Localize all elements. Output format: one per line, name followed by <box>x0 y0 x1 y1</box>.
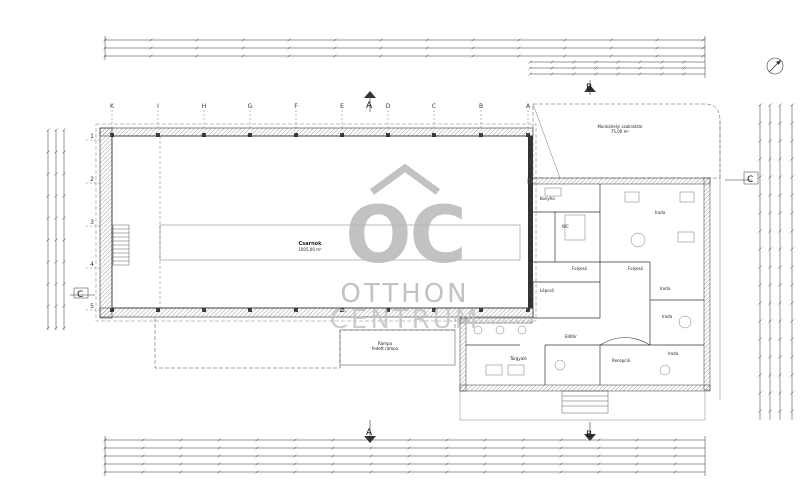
svg-text:Munkahelyi szakraktár: Munkahelyi szakraktár <box>597 124 642 129</box>
svg-text:Rámpa: Rámpa <box>378 341 393 346</box>
section-marker-a-top: A <box>364 91 376 112</box>
room-label-corridor-2: Folyosó <box>628 266 644 271</box>
axis-label-D: D <box>386 103 391 110</box>
north-arrow-icon <box>766 57 784 75</box>
top-warehouse <box>532 103 721 179</box>
bottom-dimension-ticks <box>103 438 677 474</box>
axis-label-1: 1 <box>90 133 94 140</box>
axis-label-C: C <box>432 103 436 110</box>
right-dimension-lines <box>759 105 793 420</box>
room-label-office-4: Iroda <box>668 351 679 356</box>
svg-text:75,00 m²: 75,00 m² <box>611 129 630 134</box>
left-dimension-lines <box>47 130 65 330</box>
axis-label-5: 5 <box>90 303 94 310</box>
ramp-area <box>154 318 456 369</box>
office-wing <box>459 177 711 392</box>
section-marker-a-bottom: A <box>364 420 376 443</box>
axis-label-G: G <box>248 103 253 110</box>
room-label-warehouse-top: Munkahelyi szakraktár 75,00 m² <box>597 124 642 134</box>
axis-label-2: 2 <box>90 176 94 183</box>
svg-text:C: C <box>747 175 753 185</box>
room-label-stair: Lépcső <box>540 288 554 293</box>
svg-text:CENTRUM: CENTRUM <box>330 305 480 335</box>
svg-text:OC: OC <box>345 191 465 281</box>
right-dimension-ticks <box>758 103 794 413</box>
room-label-office-2: Iroda <box>660 286 671 291</box>
section-marker-c-left: C <box>70 287 95 300</box>
svg-text:B: B <box>586 430 592 440</box>
axis-label-B: B <box>479 103 483 110</box>
svg-text:fedett rámpa: fedett rámpa <box>372 346 399 351</box>
room-label-hall: Csarnok 1005,00 m² <box>298 241 322 252</box>
site-boundary <box>459 120 721 421</box>
hall-building <box>95 123 537 322</box>
svg-text:Csarnok: Csarnok <box>299 241 322 247</box>
room-label-corridor-1: Folyosó <box>572 266 588 271</box>
axis-label-3: 3 <box>90 219 94 226</box>
axis-label-F: F <box>294 103 298 110</box>
axis-label-I: I <box>157 103 159 110</box>
hall-stair-icon <box>112 224 130 266</box>
svg-text:B: B <box>586 83 592 93</box>
room-label-wc: WC <box>562 224 569 229</box>
office-furniture <box>473 187 695 376</box>
room-label-office-1: Iroda <box>655 210 666 215</box>
section-marker-b-top: B <box>584 80 596 95</box>
bottom-dimension-lines <box>104 436 706 476</box>
axis-label-K: K <box>110 103 115 110</box>
axis-marker-4: 4 <box>86 261 100 269</box>
room-label-office-3: Iroda <box>662 314 673 319</box>
room-label-kitchen: Konyha <box>540 196 555 201</box>
axis-label-E: E <box>340 103 344 110</box>
svg-text:A: A <box>366 101 373 111</box>
axis-label-4: 4 <box>90 261 94 268</box>
svg-text:C: C <box>77 290 83 300</box>
axis-grid-left: 1 2 3 4 5 <box>86 133 100 311</box>
otthon-centrum-watermark: OC OTTHON CENTRUM <box>330 163 480 335</box>
axis-marker-1: 1 <box>86 133 100 141</box>
svg-text:OTTHON: OTTHON <box>340 279 469 309</box>
top-dimension-ticks <box>103 38 705 76</box>
room-label-meeting: Tárgyaló <box>509 356 527 361</box>
svg-text:1005,00 m²: 1005,00 m² <box>298 247 322 252</box>
top-dimension-lines <box>104 36 706 78</box>
axis-marker-2: 2 <box>86 176 100 184</box>
section-marker-c-right: C <box>725 171 759 185</box>
room-label-reception: Recepció <box>612 358 631 363</box>
axis-marker-5: 5 <box>86 303 100 311</box>
room-label-ramp: Rámpa fedett rámpa <box>372 341 399 351</box>
entrance-steps-icon <box>561 390 609 414</box>
left-dimension-ticks <box>46 128 66 330</box>
section-marker-b-bottom: B <box>584 422 596 441</box>
axis-label-A: A <box>526 103 531 110</box>
axis-label-H: H <box>202 103 207 110</box>
axis-marker-3: 3 <box>86 219 100 227</box>
room-label-lobby: Előtér <box>565 334 577 339</box>
svg-text:A: A <box>366 428 373 438</box>
